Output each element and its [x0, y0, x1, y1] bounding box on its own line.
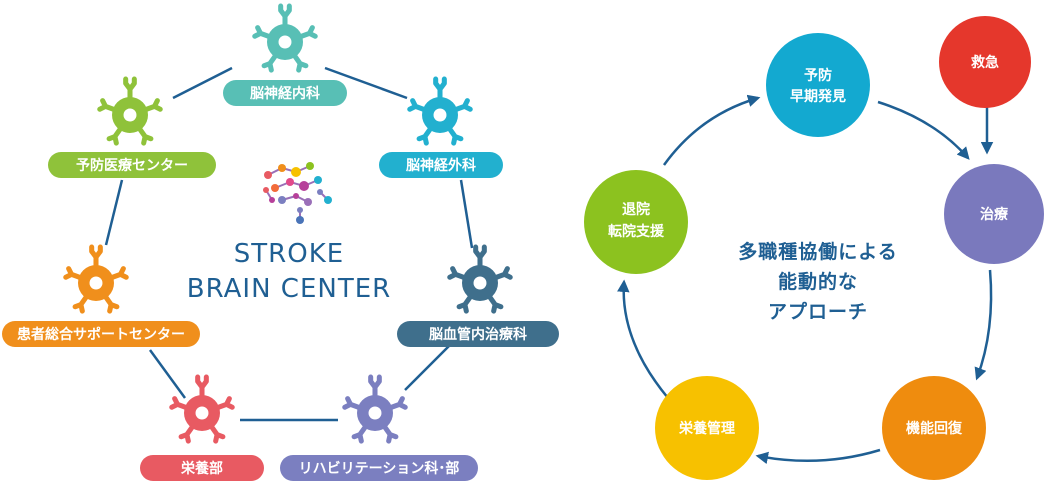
department-label: リハビリテーション科･部	[299, 460, 460, 477]
department-label: 脳神経外科	[406, 157, 476, 174]
department-node: 患者総合サポートセンター	[2, 247, 200, 347]
stage-circle	[882, 376, 986, 480]
stage-label-line1: 治療	[980, 206, 1009, 223]
stage-circle	[655, 376, 759, 480]
stage-circle	[944, 164, 1044, 264]
neuron-icon	[100, 79, 160, 143]
department-label-pill	[379, 152, 503, 178]
neuron-icon	[450, 247, 510, 311]
department-node: リハビリテーション科･部	[280, 377, 478, 481]
cycle-stage: 機能回復	[882, 376, 986, 480]
department-label: 栄養部	[180, 460, 223, 477]
cycle-stage: 栄養管理	[655, 376, 759, 480]
department-label-pill	[2, 321, 200, 347]
stage-label-line1: 栄養管理	[678, 420, 735, 437]
cycle-stage: 予防 早期発見	[766, 33, 870, 137]
cycle-stage: 治療	[944, 164, 1044, 264]
cycle-center-line1: 多職種協働による	[738, 240, 897, 263]
neuron-icon	[66, 247, 126, 311]
stage-circle	[939, 16, 1031, 108]
stage-label-line1: 機能回復	[906, 420, 963, 437]
neuron-icon	[255, 6, 315, 70]
department-label-pill	[223, 80, 347, 106]
department-label: 脳神経内科	[250, 85, 320, 102]
neuron-icon	[172, 377, 232, 441]
cycle-arrows	[617, 94, 994, 465]
stage-label-line1: 予防	[804, 67, 832, 84]
department-label-pill	[48, 152, 216, 178]
department-label: 患者総合サポートセンター	[17, 326, 185, 343]
department-label: 脳血管内治療科	[429, 326, 527, 343]
department-label: 予防医療センター	[76, 157, 188, 174]
department-node: 予防医療センター	[48, 79, 216, 178]
cycle-center-line2: 能動的な	[778, 270, 858, 293]
department-label-pill	[140, 455, 264, 481]
emergency-node: 救急	[939, 16, 1031, 108]
department-node: 脳神経内科	[223, 6, 347, 106]
emergency-label: 救急	[971, 54, 999, 71]
neuron-icon	[410, 79, 470, 143]
department-node: 脳血管内治療科	[397, 247, 559, 347]
brand-title-line1: STROKE	[234, 239, 344, 269]
stage-circle	[584, 170, 688, 274]
stage-circle	[766, 33, 870, 137]
cycle-center-line3: アプローチ	[768, 300, 868, 323]
brain-logo-icon	[263, 162, 332, 224]
stage-label-line2: 転院支援	[608, 223, 665, 240]
stage-label-line1: 退院	[622, 201, 650, 218]
department-node: 脳神経外科	[379, 79, 503, 178]
department-node: 栄養部	[140, 377, 264, 481]
department-label-pill	[397, 321, 559, 347]
neuron-icon	[345, 377, 405, 441]
cycle-stage: 退院 転院支援	[584, 170, 688, 274]
department-label-pill	[280, 455, 478, 481]
stage-label-line2: 早期発見	[790, 88, 846, 105]
brand-title-line2: BRAIN CENTER	[187, 274, 391, 304]
